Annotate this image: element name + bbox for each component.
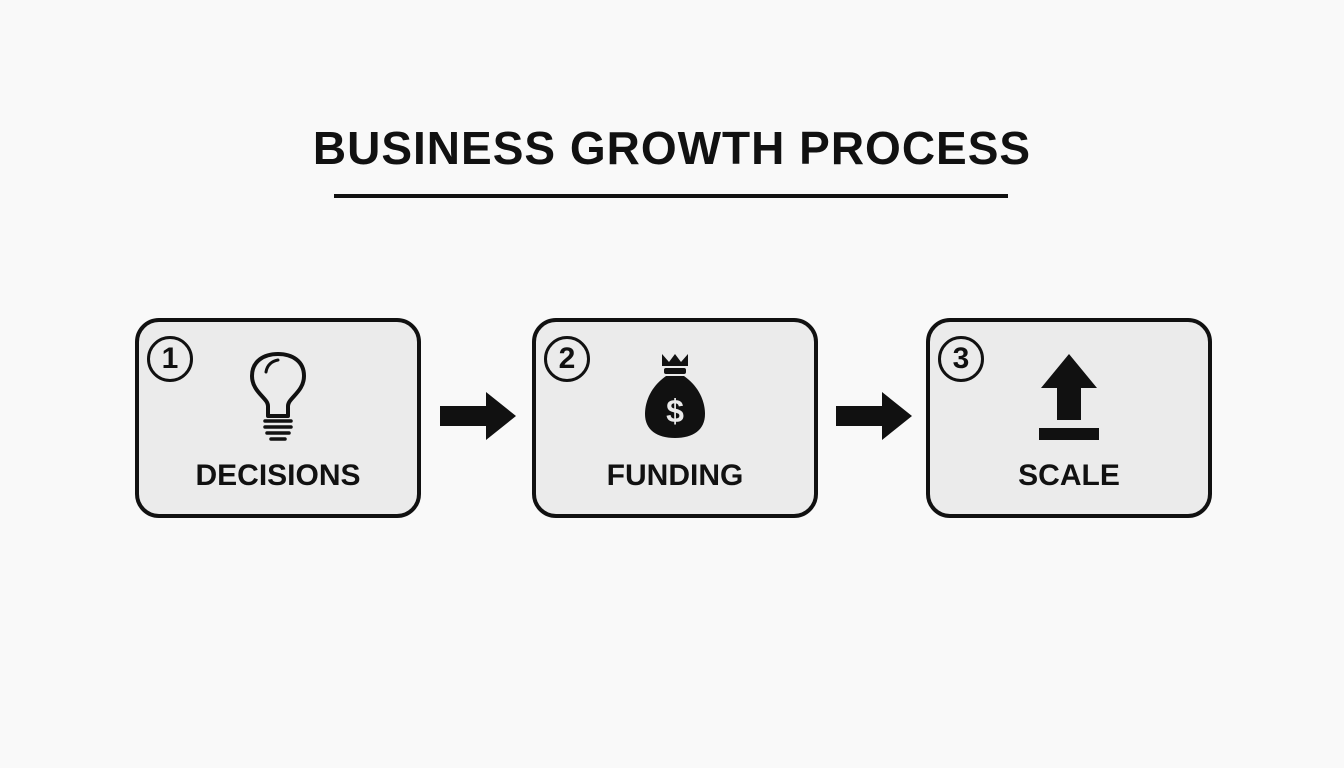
right-arrow-icon xyxy=(438,390,518,442)
money-bag-icon: $ xyxy=(635,350,715,442)
title-underline xyxy=(334,194,1008,198)
dollar-sign: $ xyxy=(666,393,684,429)
step-box-scale: 3 SCALE xyxy=(926,318,1212,518)
lightbulb-icon xyxy=(238,350,318,442)
step-box-decisions: 1 DECISIONS xyxy=(135,318,421,518)
step-number-badge: 2 xyxy=(544,336,590,382)
right-arrow-icon xyxy=(834,390,914,442)
diagram-title: BUSINESS GROWTH PROCESS xyxy=(312,122,1032,174)
step-label: DECISIONS xyxy=(195,459,361,492)
step-number-badge: 1 xyxy=(147,336,193,382)
step-label: FUNDING xyxy=(606,459,744,492)
upload-arrow-icon xyxy=(1029,350,1109,442)
step-label: SCALE xyxy=(1018,459,1120,492)
step-box-funding: 2 $ FUNDING xyxy=(532,318,818,518)
step-number-badge: 3 xyxy=(938,336,984,382)
